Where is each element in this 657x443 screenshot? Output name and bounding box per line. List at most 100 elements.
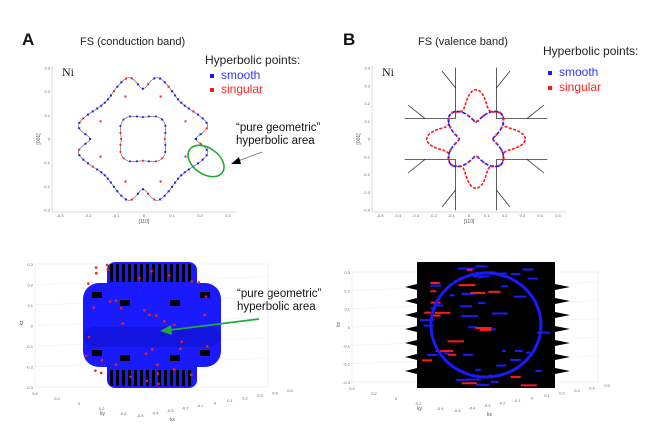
- z-tick-label: 0.2: [27, 283, 33, 288]
- surface-shadow: [200, 292, 210, 298]
- surface-shadow: [158, 370, 161, 386]
- singular-point: [495, 142, 498, 145]
- singular-point: [482, 114, 485, 117]
- x-tick-label: -0.2: [85, 213, 93, 218]
- singular-point: [467, 161, 470, 164]
- singular-point: [197, 281, 201, 284]
- surface-spike: [405, 340, 417, 346]
- singular-segment: [470, 291, 486, 294]
- singular-point: [458, 138, 460, 140]
- smooth-contour: [447, 110, 505, 168]
- singular-point: [157, 382, 160, 386]
- x-tick-label: -0.1: [197, 403, 205, 408]
- smooth-point: [84, 133, 87, 136]
- legend-b-smooth: smooth: [548, 65, 598, 79]
- singular-point: [130, 198, 133, 201]
- singular-point: [78, 148, 81, 151]
- smooth-point: [142, 116, 144, 118]
- singular-point: [500, 126, 503, 129]
- surface-shadow: [110, 264, 113, 282]
- surface-spike: [555, 312, 570, 318]
- smooth-segment: [525, 351, 531, 354]
- x-tick-label: 0.2: [559, 391, 565, 396]
- y-tick-label: -0.3: [43, 208, 51, 213]
- x-tick-label: 0.2: [197, 213, 203, 218]
- surface-shadow: [176, 264, 179, 282]
- smooth-point: [135, 160, 138, 163]
- annotation-line1: “pure geometric”: [237, 288, 322, 300]
- singular-point: [482, 161, 485, 164]
- smooth-point: [197, 162, 200, 165]
- smooth-segment: [475, 368, 481, 371]
- singular-point: [492, 138, 494, 140]
- smooth-point: [129, 115, 131, 118]
- singular-point: [138, 276, 141, 280]
- y-tick-label: -0.4: [120, 411, 128, 416]
- surface-spike: [555, 326, 570, 332]
- surface-shadow: [188, 264, 191, 282]
- y-tick-label: 0.1: [44, 113, 50, 118]
- smooth-point: [124, 198, 127, 201]
- singular-point: [120, 138, 122, 140]
- y-tick-label: 0.4: [349, 386, 355, 391]
- x-tick-label: -0.3: [484, 403, 492, 408]
- smooth-point: [171, 90, 174, 93]
- panel-b-3d-plot: [351, 262, 599, 388]
- smooth-point: [163, 194, 166, 197]
- surface-spike: [555, 284, 570, 290]
- y-axis-label: ky: [100, 411, 106, 417]
- singular-point: [143, 308, 146, 312]
- singular-point: [454, 133, 457, 136]
- smooth-segment: [491, 312, 508, 315]
- surface-shadow: [92, 292, 102, 298]
- singular-point: [454, 142, 457, 145]
- z-tick-label: -0.1: [26, 344, 34, 349]
- singular-segment: [475, 326, 492, 329]
- singular-point: [167, 274, 171, 277]
- smooth-point: [78, 154, 81, 157]
- surface-shadow: [188, 370, 191, 386]
- smooth-point: [136, 83, 139, 86]
- surface-shadow: [152, 370, 155, 386]
- y-tick-label: -0.2: [415, 401, 423, 406]
- smooth-point: [194, 138, 197, 140]
- singular-point: [108, 300, 112, 303]
- singular-point: [92, 306, 95, 309]
- singular-point: [154, 160, 157, 163]
- panel-a-3d-plot: [34, 262, 269, 388]
- y-tick-label: 0.2: [44, 89, 50, 94]
- singular-point: [156, 372, 160, 376]
- singular-point: [112, 90, 115, 93]
- z-tick-label: -0.2: [26, 365, 34, 370]
- y-tick-label: 0.3: [44, 66, 50, 71]
- arrow-head-icon: [231, 157, 241, 164]
- singular-point: [105, 263, 109, 267]
- green-arrow-line: [169, 318, 260, 331]
- x-tick-label: 0.2: [242, 396, 248, 401]
- singular-point: [147, 83, 150, 86]
- smooth-segment: [476, 383, 490, 386]
- surface-line: [441, 189, 456, 208]
- surface-spike: [555, 354, 570, 360]
- z-tick-label: -0.3: [26, 385, 34, 390]
- annotation-a-bottom: “pure geometric”hyperbolic area: [237, 288, 321, 314]
- z-tick-label: -0.1: [343, 343, 351, 348]
- singular-segment: [434, 311, 451, 314]
- x-tick-label: -0.4: [152, 411, 160, 416]
- smooth-point: [159, 198, 162, 201]
- singular-segment: [430, 281, 440, 284]
- smooth-point: [109, 94, 112, 97]
- smooth-segment: [477, 302, 486, 305]
- smooth-point: [96, 107, 99, 110]
- singular-point: [124, 95, 127, 98]
- singular-point: [82, 117, 85, 120]
- z-tick-label: 0.2: [344, 288, 350, 293]
- smooth-segment: [437, 304, 444, 307]
- smooth-segment: [423, 324, 434, 327]
- smooth-segment: [478, 276, 483, 279]
- material-label: Ni: [62, 65, 75, 79]
- singular-point: [459, 110, 462, 113]
- surface-line: [407, 104, 426, 119]
- smooth-segment: [513, 295, 527, 298]
